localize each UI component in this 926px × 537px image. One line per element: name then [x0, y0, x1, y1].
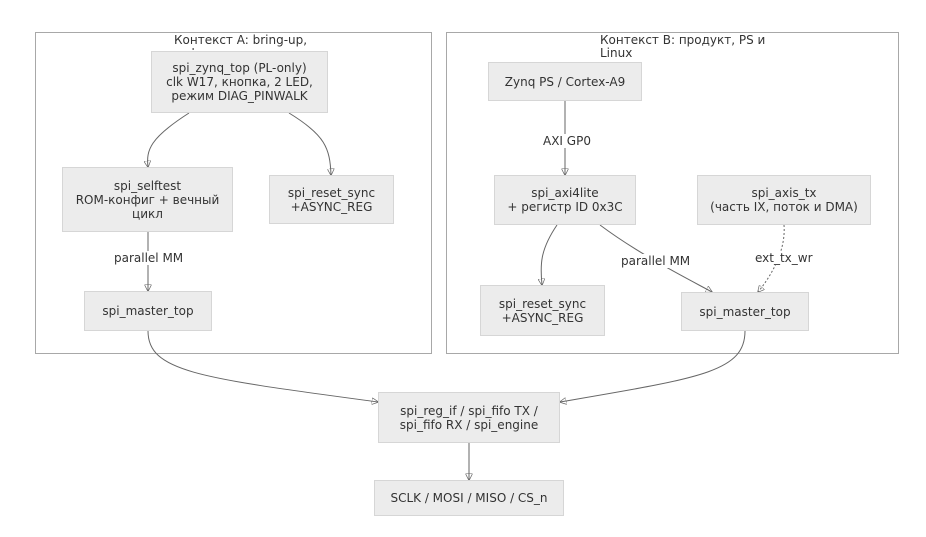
node-spi-pins: SCLK / MOSI / MISO / CS_n	[374, 480, 564, 516]
node-zynq-ps: Zynq PS / Cortex-A9	[488, 62, 642, 101]
node-spi-axis-tx-label: spi_axis_tx (часть IX, поток и DMA)	[710, 186, 858, 214]
edge-master-top-b-to-reg-if	[560, 330, 746, 402]
node-spi-master-top-b: spi_master_top	[681, 292, 809, 331]
node-spi-zynq-top: spi_zynq_top (PL-only) clk W17, кнопка, …	[151, 51, 328, 113]
node-spi-reset-sync-a-label: spi_reset_sync +ASYNC_REG	[287, 185, 376, 214]
edge-axi4lite-to-reset-sync-b	[541, 224, 558, 285]
edge-label-axi-gp0: AXI GP0	[542, 134, 592, 148]
edge-label-parallel-mm-b: parallel MM	[620, 254, 692, 268]
node-spi-reg-if: spi_reg_if / spi_fifo TX / spi_fifo RX /…	[378, 392, 560, 443]
edge-zynq-top-to-reset-sync-a	[288, 112, 331, 175]
node-spi-zynq-top-label: spi_zynq_top (PL-only) clk W17, кнопка, …	[166, 61, 313, 103]
cluster-a-label: Контекст A: bring-up, софт-ядер	[174, 34, 308, 50]
edge-label-parallel-mm-a: parallel MM	[113, 251, 185, 265]
node-spi-axi4lite-label: spi_axi4lite + регистр ID 0x3C	[507, 186, 623, 214]
node-spi-reset-sync-b-label: spi_reset_sync +ASYNC_REG	[498, 296, 587, 325]
node-spi-master-top-b-label: spi_master_top	[699, 304, 791, 319]
node-spi-reset-sync-a: spi_reset_sync +ASYNC_REG	[269, 175, 394, 224]
node-spi-selftest: spi_selftest ROM-конфиг + вечный цикл	[62, 167, 233, 232]
node-spi-axis-tx: spi_axis_tx (часть IX, поток и DMA)	[697, 175, 871, 225]
node-spi-pins-label: SCLK / MOSI / MISO / CS_n	[390, 491, 548, 505]
edge-zynq-top-to-selftest	[148, 112, 190, 167]
node-spi-reg-if-label: spi_reg_if / spi_fifo TX / spi_fifo RX /…	[399, 403, 539, 432]
node-spi-selftest-label: spi_selftest ROM-конфиг + вечный цикл	[75, 178, 220, 221]
node-spi-reset-sync-b: spi_reset_sync +ASYNC_REG	[480, 285, 605, 336]
node-spi-master-top-a: spi_master_top	[84, 291, 212, 331]
node-zynq-ps-label: Zynq PS / Cortex-A9	[504, 74, 626, 89]
cluster-b-label: Контекст B: продукт, PS и Linux	[600, 34, 766, 60]
node-spi-axi4lite: spi_axi4lite + регистр ID 0x3C	[494, 175, 636, 225]
edge-label-ext-tx-wr: ext_tx_wr	[754, 251, 814, 265]
edge-master-top-a-to-reg-if	[147, 330, 378, 402]
node-spi-master-top-a-label: spi_master_top	[102, 304, 194, 318]
